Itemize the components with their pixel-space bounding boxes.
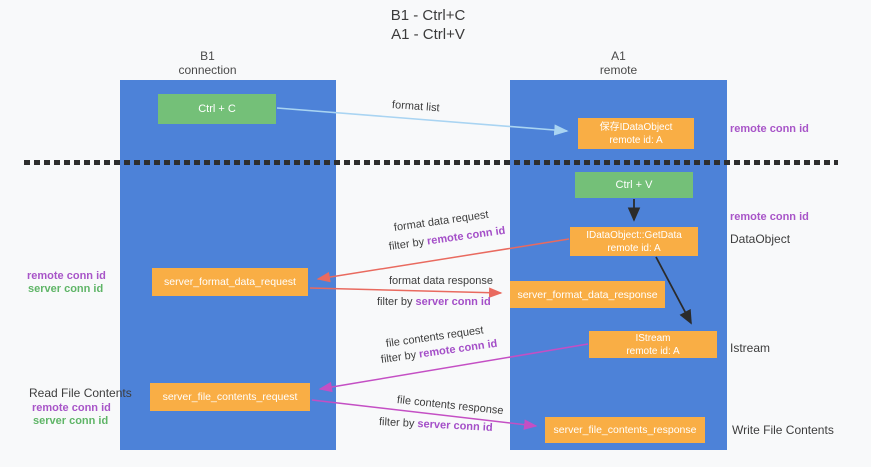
right-column-subtitle: remote xyxy=(599,63,638,77)
server-conn-id-label-left-2: server conn id xyxy=(33,415,109,427)
ctrl-v-label: Ctrl + V xyxy=(615,179,653,191)
format-list-arrow-label: format list xyxy=(391,99,440,115)
format-response-label: server_format_data_response xyxy=(517,288,658,301)
getdata-line2: remote id: A xyxy=(607,242,661,254)
server-conn-id-key: server conn id xyxy=(415,296,491,308)
title-line-1: B1 - Ctrl+C xyxy=(390,7,466,24)
format-request-label: server_format_data_request xyxy=(164,276,296,288)
title-line-2: A1 - Ctrl+V xyxy=(391,26,465,43)
filter-by-text: filter by xyxy=(388,235,428,253)
format-response-box: server_format_data_response xyxy=(510,281,665,308)
remote-conn-id-label-mid: remote conn id xyxy=(730,211,809,223)
istream-line1: IStream xyxy=(635,332,671,344)
istream-box: IStream remote id: A xyxy=(589,331,717,358)
file-response-arrow-label: file contents response xyxy=(396,394,505,418)
remote-conn-id-key: remote conn id xyxy=(426,224,507,248)
right-column-header: A1 remote xyxy=(510,49,727,77)
ctrl-c-label: Ctrl + C xyxy=(198,103,236,115)
read-file-contents-label: Read File Contents xyxy=(29,386,132,400)
format-request-box: server_format_data_request xyxy=(152,268,308,296)
remote-conn-id-label-left-2: remote conn id xyxy=(32,402,111,414)
remote-conn-id-label-top: remote conn id xyxy=(730,123,809,135)
file-request-box: server_file_contents_request xyxy=(150,383,310,411)
phase-separator-dashed-line xyxy=(24,160,838,165)
ctrl-v-box: Ctrl + V xyxy=(575,172,693,198)
server-conn-id-label-left-1: server conn id xyxy=(28,283,104,295)
right-column-name: A1 xyxy=(611,49,626,63)
filter-by-text: filter by xyxy=(378,416,418,431)
diagram-title: B1 - Ctrl+C A1 - Ctrl+V xyxy=(0,6,856,44)
save-dataobject-line2: remote id: A xyxy=(609,134,663,146)
file-response-label: server_file_contents_response xyxy=(553,424,697,436)
format-response-filter-label: filter by server conn id xyxy=(377,296,491,308)
remote-conn-id-label-left-1: remote conn id xyxy=(27,270,106,282)
dataobject-label: DataObject xyxy=(730,232,791,246)
format-response-arrow xyxy=(309,287,503,298)
filter-by-text: filter by xyxy=(380,348,420,366)
format-response-arrow-label: format data response xyxy=(389,275,493,287)
istream-line2: remote id: A xyxy=(626,345,680,357)
left-column-subtitle: connection xyxy=(178,63,237,77)
server-conn-id-key: server conn id xyxy=(417,418,493,434)
file-request-label: server_file_contents_request xyxy=(162,391,298,403)
file-response-box: server_file_contents_response xyxy=(545,417,705,443)
write-file-contents-label: Write File Contents xyxy=(732,423,834,437)
file-response-filter-label: filter by server conn id xyxy=(379,416,493,434)
save-dataobject-box: 保存IDataObject remote id: A xyxy=(578,118,694,149)
ctrl-c-box: Ctrl + C xyxy=(158,94,276,124)
getdata-line1: IDataObject::GetData xyxy=(586,229,682,241)
left-column-header: B1 connection xyxy=(120,49,295,77)
istream-side-label: Istream xyxy=(730,341,771,355)
filter-by-text: filter by xyxy=(377,296,416,308)
getdata-box: IDataObject::GetData remote id: A xyxy=(570,227,698,256)
left-column-name: B1 xyxy=(200,49,215,63)
save-dataobject-line1: 保存IDataObject xyxy=(599,121,673,133)
